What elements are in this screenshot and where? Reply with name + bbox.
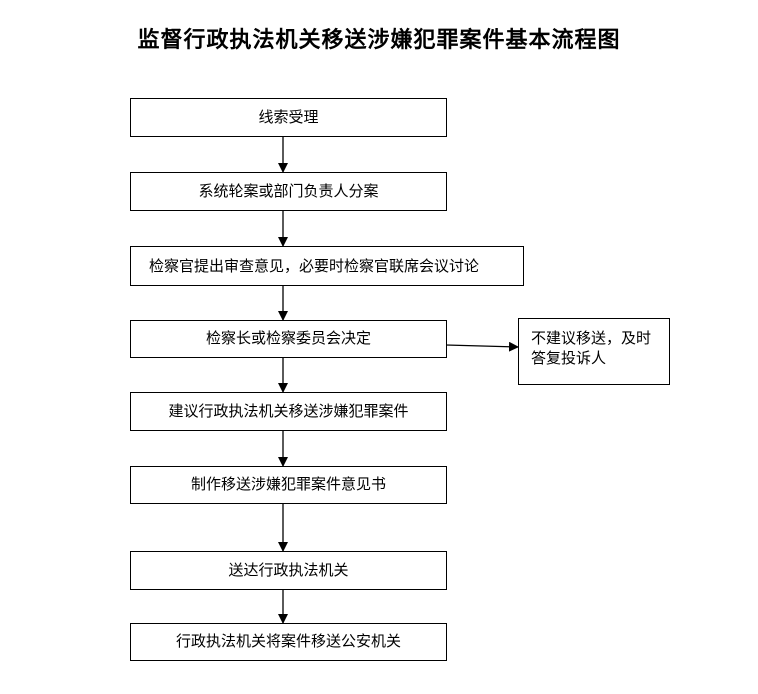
step-8-label: 行政执法机关将案件移送公安机关 xyxy=(175,632,401,650)
step-6-label: 制作移送涉嫌犯罪案件意见书 xyxy=(190,475,386,493)
step-8-box: 行政执法机关将案件移送公安机关 xyxy=(130,623,447,661)
step-7-box: 送达行政执法机关 xyxy=(130,551,447,590)
step-3-box: 检察官提出审查意见，必要时检察官联席会议讨论 xyxy=(130,246,524,286)
step-5-box: 建议行政执法机关移送涉嫌犯罪案件 xyxy=(130,392,447,431)
step-7-label: 送达行政执法机关 xyxy=(228,561,349,579)
step-4-label: 检察长或检察委员会决定 xyxy=(205,329,371,347)
step-3-label: 检察官提出审查意见，必要时检察官联席会议讨论 xyxy=(149,257,480,275)
step-4-box: 检察长或检察委员会决定 xyxy=(130,320,447,358)
side-box-line-1: 不建议移送，及时 xyxy=(531,329,652,347)
step-6-box: 制作移送涉嫌犯罪案件意见书 xyxy=(130,466,447,504)
step-1-label: 线索受理 xyxy=(258,108,319,126)
step-1-box: 线索受理 xyxy=(130,98,447,137)
step-2-box: 系统轮案或部门负责人分案 xyxy=(130,172,447,211)
step-5-label: 建议行政执法机关移送涉嫌犯罪案件 xyxy=(168,402,409,420)
side-box-line-2: 答复投诉人 xyxy=(531,349,607,367)
step-2-label: 系统轮案或部门负责人分案 xyxy=(198,182,379,200)
side-box: 不建议移送，及时 答复投诉人 xyxy=(518,318,670,385)
arrow-side xyxy=(445,341,519,352)
page-title: 监督行政执法机关移送涉嫌犯罪案件基本流程图 xyxy=(137,28,621,53)
